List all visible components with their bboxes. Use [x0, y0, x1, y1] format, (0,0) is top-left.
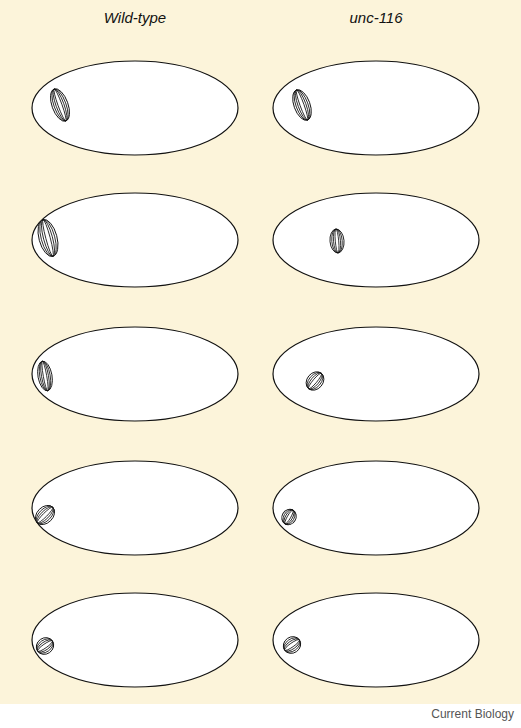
- spindle-fiber: [41, 219, 55, 257]
- spindle-fiber: [284, 509, 295, 525]
- spindle-fiber: [295, 89, 310, 120]
- embryo-outline: [273, 327, 479, 421]
- spindle: [302, 368, 327, 394]
- embryo-outline: [32, 327, 238, 421]
- spindle-fiber: [291, 88, 313, 122]
- spindle-fiber: [283, 638, 300, 652]
- spindle: [33, 634, 57, 657]
- embryo-outline: [32, 461, 238, 555]
- embryo-outline: [273, 593, 479, 687]
- embryo-outline: [32, 593, 238, 687]
- embryo-outline: [32, 193, 238, 287]
- spindle-fiber: [331, 229, 343, 254]
- spindle-fiber: [36, 639, 53, 653]
- spindle-fiber: [39, 218, 58, 257]
- spindle-fiber: [33, 503, 57, 527]
- spindle-fiber: [334, 229, 339, 253]
- embryo-outline: [273, 61, 479, 155]
- spindle-body: [47, 86, 74, 123]
- spindle: [279, 507, 299, 528]
- spindle-body: [33, 634, 57, 657]
- spindle: [280, 633, 304, 656]
- spindle-body: [289, 87, 315, 123]
- spindle-fiber: [332, 229, 341, 254]
- spindle-fiber: [293, 89, 311, 122]
- spindle-body: [279, 507, 299, 528]
- spindle-fiber: [34, 636, 56, 656]
- spindle: [289, 87, 315, 123]
- spindle-fiber: [282, 637, 301, 654]
- spindle-fiber: [52, 88, 67, 121]
- spindle-fiber: [282, 508, 296, 525]
- spindle-body: [280, 633, 304, 656]
- embryo-outline: [273, 461, 479, 555]
- spindle: [32, 502, 59, 529]
- spindle-body: [36, 360, 55, 392]
- embryo-outline: [32, 61, 238, 155]
- spindle-fiber: [37, 360, 52, 391]
- spindle-fiber: [304, 369, 326, 392]
- spindle-fiber: [280, 507, 297, 526]
- spindle-fiber: [36, 506, 54, 524]
- spindle-fiber: [41, 361, 50, 391]
- journal-watermark: Current Biology: [431, 707, 514, 721]
- figure-ground: [0, 0, 521, 704]
- spindle-fiber: [34, 504, 55, 525]
- spindle: [36, 360, 55, 392]
- spindle: [47, 86, 74, 123]
- spindle-fiber: [37, 218, 60, 258]
- spindle-fiber: [35, 638, 54, 655]
- spindle-body: [34, 217, 61, 258]
- spindle-fiber: [307, 372, 323, 390]
- spindle-body: [329, 228, 345, 253]
- spindle: [34, 217, 61, 258]
- spindle-fiber: [281, 635, 303, 655]
- spindle: [329, 228, 345, 253]
- column-heading: Wild-type: [104, 9, 166, 26]
- spindle-body: [302, 368, 327, 394]
- spindle-fiber: [50, 88, 69, 123]
- column-heading: unc-116: [349, 9, 402, 26]
- embryo-outline: [273, 193, 479, 287]
- spindle-body: [32, 502, 59, 529]
- spindle-fiber: [39, 361, 51, 392]
- spindle-fiber: [49, 87, 72, 123]
- spindle-fiber: [306, 371, 325, 391]
